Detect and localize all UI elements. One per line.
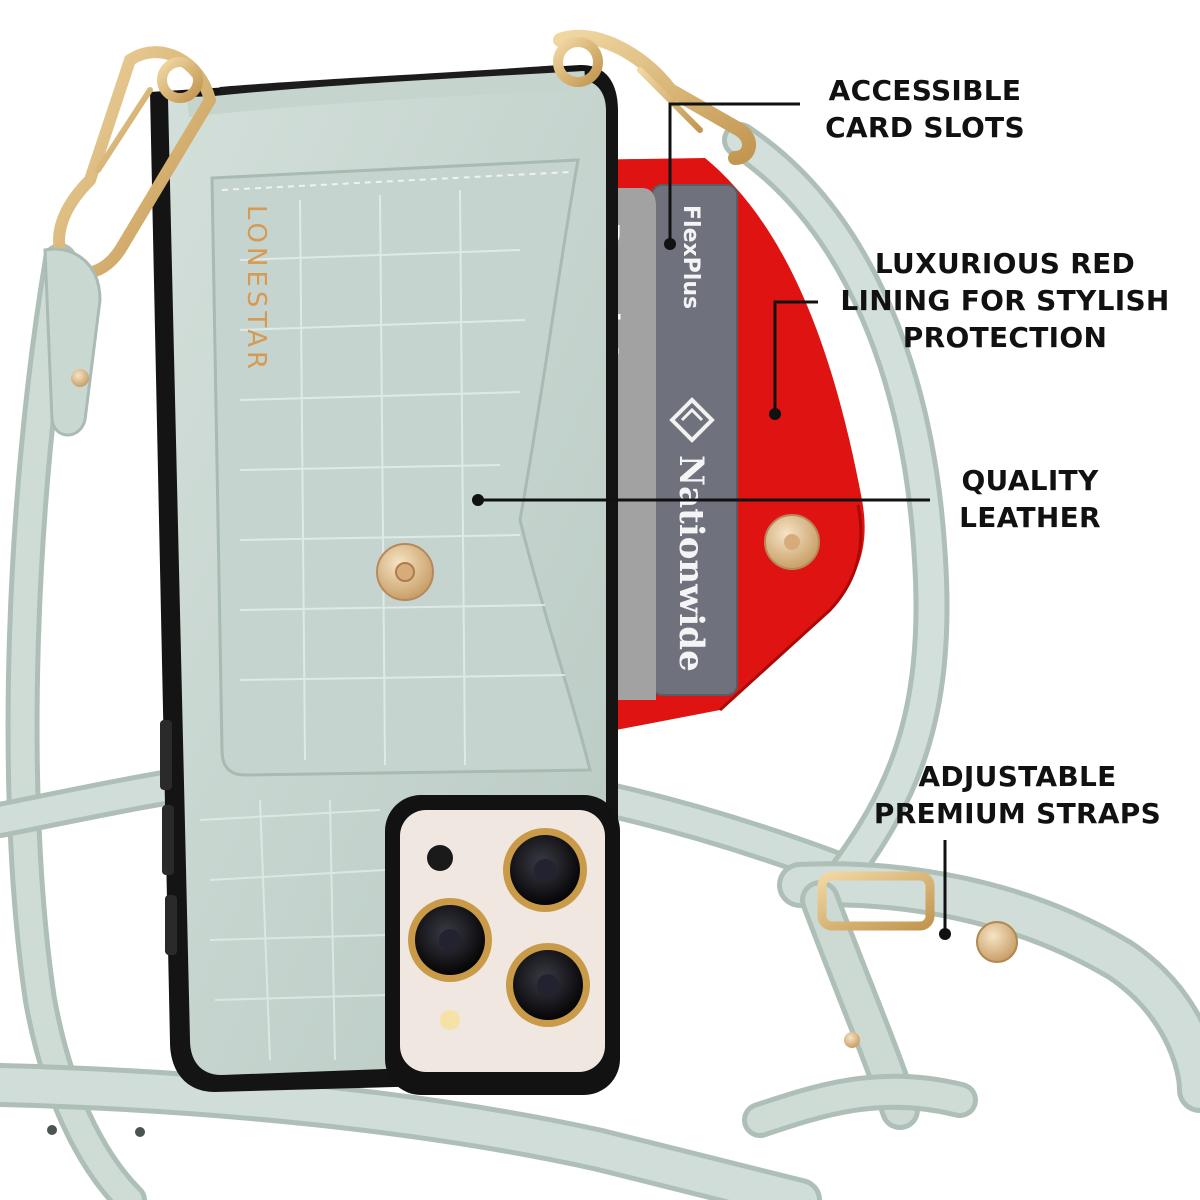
callout-red-lining-line3: PROTECTION xyxy=(902,321,1108,354)
callout-red-lining-line1: LUXURIOUS RED xyxy=(874,247,1136,280)
left-strap-end xyxy=(43,247,102,437)
croc-texture xyxy=(199,799,386,1061)
callout-card-slots-line2: CARD SLOTS xyxy=(825,111,1025,144)
callout-red-lining-line2: LINING FOR STYLISH xyxy=(840,284,1170,317)
callout-leather-line2: LEATHER xyxy=(959,501,1101,534)
nationwide-card: FlexPlus Nationwide xyxy=(651,184,738,696)
callout-leader-lines xyxy=(472,102,951,940)
callout-straps-line1: ADJUSTABLE xyxy=(918,760,1117,793)
callout-adjustable-straps: ADJUSTABLE PREMIUM STRAPS xyxy=(860,758,1175,832)
camera-lens xyxy=(506,943,590,1027)
callout-straps-line2: PREMIUM STRAPS xyxy=(873,797,1162,830)
callout-card-slots: ACCESSIBLE CARD SLOTS xyxy=(800,72,1050,146)
strap-holes xyxy=(47,1125,145,1137)
right-carabiner xyxy=(553,29,756,165)
camera-module xyxy=(385,795,620,1095)
card-label-flexplus: FlexPlus xyxy=(678,205,703,309)
callout-red-lining: LUXURIOUS RED LINING FOR STYLISH PROTECT… xyxy=(830,245,1180,356)
leader-card-slots xyxy=(668,102,800,240)
card-wallet-pocket: LONESTAR xyxy=(210,158,592,777)
callout-quality-leather: QUALITY LEATHER xyxy=(935,462,1125,536)
card-label-nationwide: Nationwide xyxy=(671,455,711,672)
nationwide-logo-icon xyxy=(669,397,715,443)
brand-logo: LONESTAR xyxy=(241,205,271,373)
camera-lens xyxy=(408,898,492,982)
callout-card-slots-line1: ACCESSIBLE xyxy=(828,74,1022,107)
strap-buckle xyxy=(817,871,1018,1048)
leader-red-lining xyxy=(773,300,818,410)
camera-lens xyxy=(503,828,587,912)
callout-leather-line1: QUALITY xyxy=(961,464,1099,497)
